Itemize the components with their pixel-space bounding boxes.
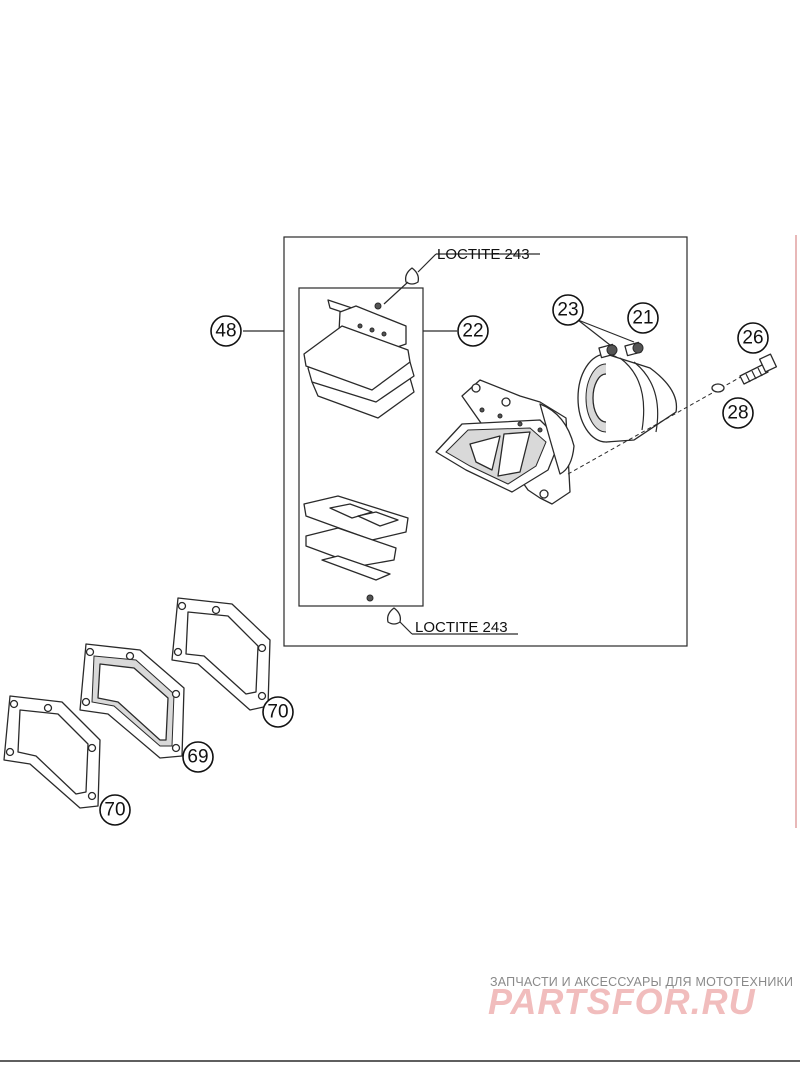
callout-23: 23 [552,294,584,326]
callout-28: 28 [722,397,754,429]
callout-26: 26 [737,322,769,354]
gasket-70-right [171,597,271,711]
assembly-frame-48 [283,236,688,647]
reed-petals-bottom [303,495,409,602]
callout-21: 21 [627,302,659,334]
svg-text:70: 70 [104,800,125,821]
leader-loctite-top-screw [383,281,409,305]
callout-22: 22 [457,315,489,347]
screw-26 [739,353,778,385]
intake-flange-21 [577,353,678,443]
leader-loctite-top [417,253,437,273]
svg-text:69: 69 [187,747,208,768]
svg-text:26: 26 [742,328,763,349]
hose-clamps-23 [598,341,644,359]
reed-valve-housing [435,379,575,505]
callout-70-right: 70 [262,696,294,728]
callout-70-left: 70 [99,794,131,826]
svg-text:28: 28 [727,403,748,424]
loctite-drop-bottom [386,607,402,625]
loctite-label-top: LOCTITE 243 [437,246,530,263]
washer-28 [711,383,725,393]
callout-48: 48 [210,315,242,347]
reed-petals-top [303,299,415,419]
reed-petal-frame-22 [298,287,424,607]
leader-23-b [577,319,635,343]
leader-loctite-bottom [399,621,413,635]
gasket-69 [79,643,185,759]
loctite-label-bottom: LOCTITE 243 [415,619,508,636]
svg-text:70: 70 [267,702,288,723]
svg-text:21: 21 [632,308,653,329]
watermark-brand: PARTSFOR.RU [488,981,756,1022]
gasket-70-left [3,695,101,809]
callout-69: 69 [182,741,214,773]
svg-text:23: 23 [557,300,578,321]
loctite-drop-top [404,267,420,285]
leader-23-a [577,319,611,346]
watermark-tagline: ЗАПЧАСТИ И АКСЕССУАРЫ ДЛЯ МОТОТЕХНИКИ [490,975,793,989]
svg-text:22: 22 [462,321,483,342]
svg-text:48: 48 [215,321,236,342]
